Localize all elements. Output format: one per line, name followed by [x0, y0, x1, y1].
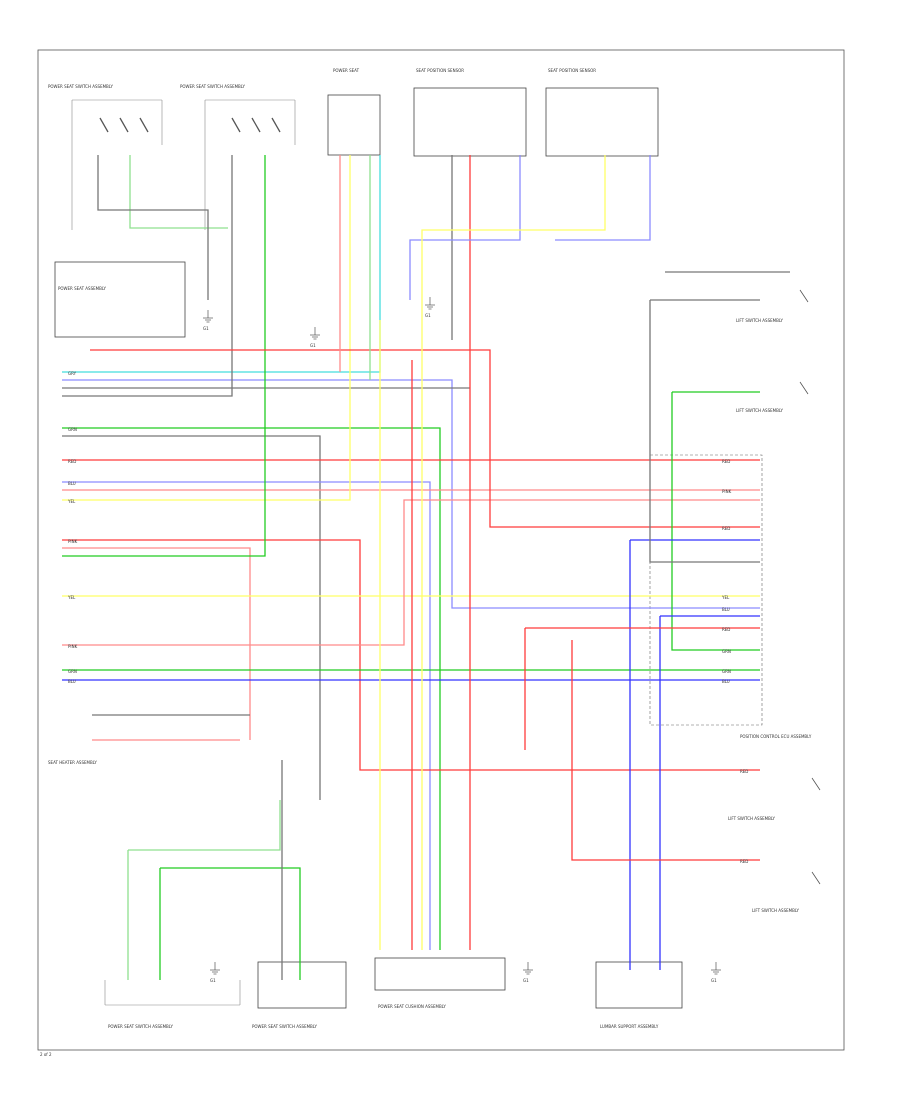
bottom-left-switch-2-label: POWER SEAT SWITCH ASSEMBLY [252, 1024, 317, 1029]
wire-lightgreen-top-1 [129, 155, 228, 229]
ground-2: G1 [310, 327, 320, 348]
wire-green-right-2 [671, 392, 760, 651]
bottom-left-switch-2: POWER SEAT SWITCH ASSEMBLY [252, 961, 347, 1029]
left-switch-box: POWER SEAT ASSEMBLY [54, 261, 186, 338]
ground-5: G1 [523, 962, 533, 983]
wire-green-bus-2 [62, 155, 266, 557]
bottom-right-label: LUMBAR SUPPORT ASSEMBLY [600, 1024, 659, 1029]
bottom-left-switch-1: POWER SEAT SWITCH ASSEMBLY [104, 980, 241, 1029]
label-red-1: RED [68, 459, 76, 464]
label-red-r2: RED [722, 526, 730, 531]
top-left-switch-1: POWER SEAT SWITCH ASSEMBLY [48, 84, 163, 230]
wire-gray-top-1 [97, 155, 209, 300]
wire-gray-bus-3 [62, 435, 321, 800]
svg-text:G1: G1 [203, 326, 209, 331]
wire-green-bottom-1 [160, 867, 301, 980]
label-red-r4: RED [740, 769, 748, 774]
ground-4: G1 [210, 962, 220, 983]
wire-yellow-bus-1 [62, 155, 351, 501]
top-right-sensor-2: SEAT POSITION SENSOR [545, 68, 659, 157]
label-gry-1: GRY [68, 371, 77, 376]
bottom-right-lift-switch-1-label: LIFT SWITCH ASSEMBLY [728, 816, 776, 821]
label-grn-2: GRN [68, 669, 77, 674]
wire-lightblue-bus-2 [62, 481, 431, 950]
wire-red-bus-2 [62, 539, 760, 771]
top-right-sensor-1-label: SEAT POSITION SENSOR [416, 68, 464, 73]
wire-pink-bus-2 [62, 547, 251, 740]
label-pink-2: PINK [68, 644, 78, 649]
ground-1: G1 [203, 310, 213, 331]
top-center-component: POWER SEAT [327, 68, 381, 156]
right-lift-switch-1: LIFT SWITCH ASSEMBLY [736, 289, 809, 323]
svg-text:G1: G1 [310, 343, 316, 348]
ground-6: G1 [711, 962, 721, 983]
label-blu-1: BLU [68, 481, 76, 486]
svg-text:G1: G1 [711, 978, 717, 983]
wire-red-right-3 [571, 640, 760, 861]
position-control-ecu: POSITION CONTROL ECU ASSEMBLY [649, 454, 812, 739]
position-control-label: POSITION CONTROL ECU ASSEMBLY [740, 734, 812, 739]
label-blu-2: BLU [68, 679, 76, 684]
label-grn-r2: GRN [722, 669, 731, 674]
page-label: 2 of 2 [40, 1052, 52, 1057]
top-left-switch-1-label: POWER SEAT SWITCH ASSEMBLY [48, 84, 113, 89]
top-right-sensor-2-label: SEAT POSITION SENSOR [548, 68, 596, 73]
wire-lightblue-bus [62, 379, 760, 609]
left-switch-label: POWER SEAT ASSEMBLY [58, 286, 107, 291]
left-bottom-label: SEAT HEATER ASSEMBLY [48, 760, 97, 765]
top-left-switch-2-label: POWER SEAT SWITCH ASSEMBLY [180, 84, 245, 89]
label-grn-r1: GRN [722, 649, 731, 654]
wire-green-bus-1 [62, 427, 441, 950]
right-lift-switch-2: LIFT SWITCH ASSEMBLY [736, 381, 809, 413]
bottom-center-label: POWER SEAT CUSHION ASSEMBLY [378, 1004, 446, 1009]
wire-lightblue-top-1 [409, 155, 521, 300]
wire-lightblue-top-2 [555, 155, 651, 241]
right-lift-switch-1-label: LIFT SWITCH ASSEMBLY [736, 318, 784, 323]
label-pink-1: PINK [68, 539, 78, 544]
wire-gray-bus-2 [62, 155, 233, 397]
label-red-r3: RED [722, 627, 730, 632]
top-center-label: POWER SEAT [333, 68, 360, 73]
label-red-r5: RED [740, 859, 748, 864]
svg-text:G1: G1 [210, 978, 216, 983]
bottom-center-cushion: POWER SEAT CUSHION ASSEMBLY [374, 957, 506, 1009]
label-red-r1: RED [722, 459, 730, 464]
wire-lightgreen-bottom-2 [128, 800, 281, 851]
wire-cyan-bus [62, 155, 381, 373]
bottom-right-lift-switch-2: LIFT SWITCH ASSEMBLY [752, 871, 821, 913]
wire-labels: GRY GRN RED BLU YEL PINK YEL PINK GRN BLU RED PINK R… [67, 371, 748, 864]
wire-pink-bus-3 [62, 499, 760, 646]
svg-text:G1: G1 [523, 978, 529, 983]
right-lift-switch-2-label: LIFT SWITCH ASSEMBLY [736, 408, 784, 413]
diagram-frame [37, 49, 845, 1051]
ground-3: G1 [425, 297, 435, 318]
bottom-right-lumbar: LUMBAR SUPPORT ASSEMBLY [595, 961, 683, 1029]
wire-yellow-top-1 [421, 155, 606, 950]
label-blu-r1: BLU [722, 607, 730, 612]
bottom-right-lift-switch-2-label: LIFT SWITCH ASSEMBLY [752, 908, 800, 913]
label-blu-r2: BLU [722, 679, 730, 684]
wires [62, 155, 790, 980]
label-yel-2: YEL [67, 595, 76, 600]
wire-red-bus-3 [90, 349, 760, 528]
label-yel-r1: YEL [721, 595, 730, 600]
label-pink-r1: PINK [722, 489, 732, 494]
top-right-sensor-1: SEAT POSITION SENSOR [413, 68, 527, 157]
label-yel-1: YEL [67, 499, 76, 504]
label-grn-1: GRN [68, 427, 77, 432]
svg-text:G1: G1 [425, 313, 431, 318]
bottom-right-lift-switch-1: LIFT SWITCH ASSEMBLY [728, 777, 821, 821]
top-left-switch-2: POWER SEAT SWITCH ASSEMBLY [180, 84, 296, 230]
wire-gray-right-2 [649, 300, 760, 563]
bottom-left-switch-1-label: POWER SEAT SWITCH ASSEMBLY [108, 1024, 173, 1029]
